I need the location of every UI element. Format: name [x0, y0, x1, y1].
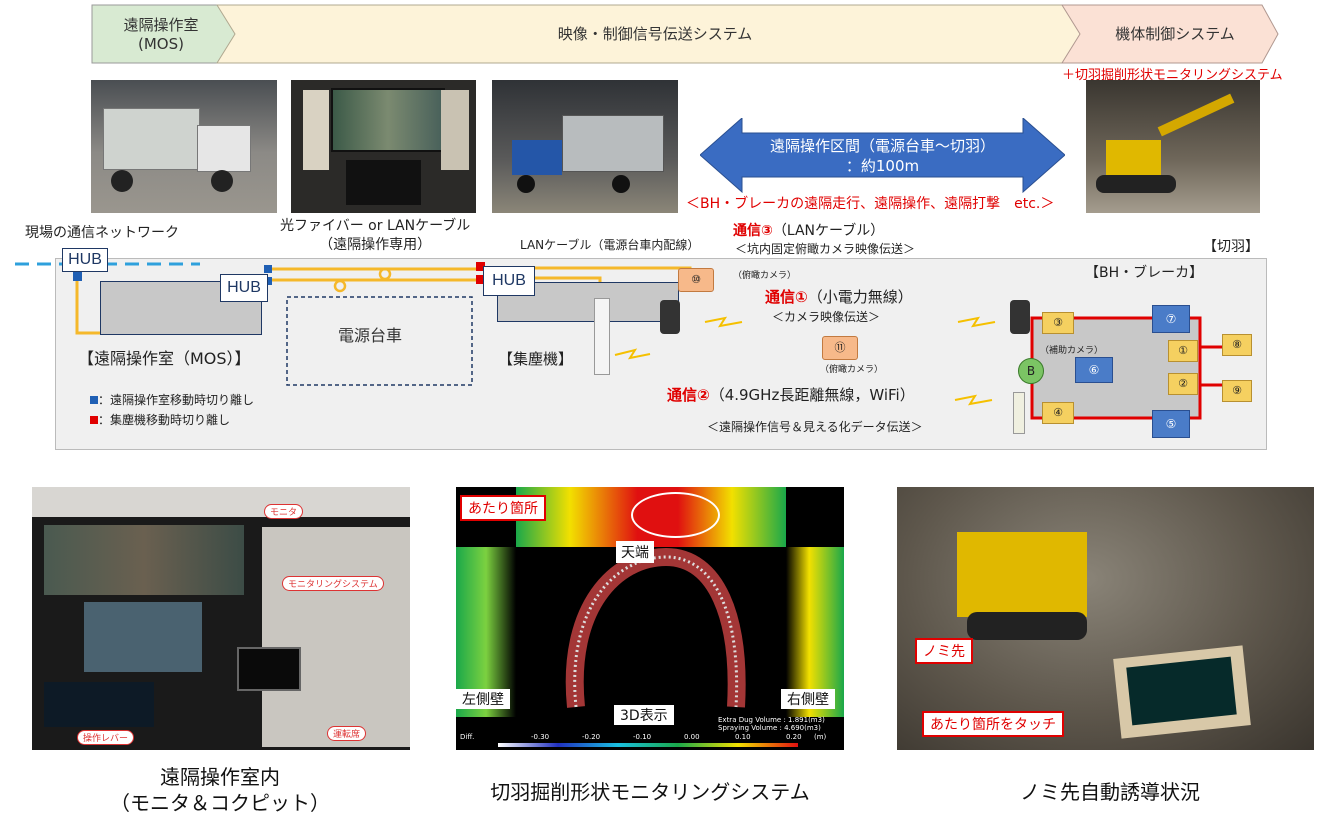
legend-red: ：集塵機移動時切り離し [90, 411, 230, 428]
tag-monitor: モニタ [264, 504, 304, 519]
overhead-camera-label-2: （俯瞰カメラ） [820, 365, 884, 375]
radio-unit-icon [1010, 300, 1030, 334]
tag-seat: 運転席 [327, 726, 367, 741]
process-flow-banner [91, 4, 1279, 64]
overhead-camera-label: （俯瞰カメラ） [733, 271, 797, 281]
contact-point-tag: あたり箇所 [460, 495, 546, 521]
face-label: 【切羽】 [1203, 239, 1259, 255]
left-wall-label: 左側壁 [456, 689, 510, 709]
photo-tunnel: ノミ先 あたり箇所をタッチ [897, 487, 1314, 750]
comm1-sub: ＜カメラ映像伝送＞ [772, 310, 881, 324]
hub-site: HUB [62, 248, 108, 272]
tag-lever: 操作レバー [77, 730, 135, 745]
color-scale: Diff. -0.30 -0.20 -0.10 0.00 0.10 0.20 (… [456, 733, 844, 750]
site-network-label: 現場の通信ネットワーク [25, 225, 179, 241]
camera-b-icon: B [1018, 358, 1044, 384]
right-wall-label: 右側壁 [781, 689, 835, 709]
camera-1-icon: ① [1168, 340, 1198, 362]
comm1-label: 通信①（小電力無線） [765, 288, 913, 306]
camera-5-icon: ⑤ [1152, 410, 1190, 438]
comm2-sub: ＜遠隔操作信号＆見える化データ伝送＞ [707, 420, 923, 434]
photo-mos-truck [91, 80, 277, 213]
photo-face-monitoring: あたり箇所 天端 左側壁 右側壁 3D表示 Extra Dug Volume :… [456, 487, 844, 750]
photo-dust-collector [492, 80, 678, 213]
comm3-sub: ＜坑内固定俯瞰カメラ映像伝送＞ [735, 242, 916, 256]
stage-machine-control: 機体制御システム [1115, 25, 1235, 43]
fiber-label: 光ファイバー or LANケーブル（遠隔操作専用） [280, 218, 471, 253]
camera-9-icon: ⑨ [1222, 380, 1252, 402]
chisel-tip-tag: ノミ先 [915, 638, 973, 664]
volume-readout: Extra Dug Volume : 1.891(m3)Spraying Vol… [718, 716, 825, 732]
caption-cockpit: 遠隔操作室内（モニタ＆コクピット） [110, 765, 330, 815]
comm2-label: 通信②（4.9GHz長距離無線，WiFi） [667, 386, 915, 404]
legend-blue: ：遠隔操作室移動時切り離し [90, 391, 254, 408]
stage-transmission: 映像・制御信号伝送システム [557, 25, 753, 43]
power-cart-label: 電源台車 [338, 326, 403, 345]
remote-section-text: 遠隔操作区間（電源台車〜切羽）：約100m [769, 137, 995, 175]
camera-6-icon: ⑥ [1075, 357, 1113, 383]
monitoring-system-addition: ＋切羽掘削形状モニタリングシステム [1062, 68, 1283, 83]
lan-cable-label: LANケーブル（電源台車内配線） [520, 238, 700, 252]
camera-10-icon: ⑩ [678, 268, 714, 292]
touch-contact-tag: あたり箇所をタッチ [922, 711, 1064, 737]
photo-control-room [291, 80, 476, 213]
radio-unit-icon [660, 300, 680, 334]
hub-collector: HUB [483, 266, 535, 296]
camera-2-icon: ② [1168, 373, 1198, 395]
photo-breaker-machine [1086, 80, 1260, 213]
camera-4-icon: ④ [1042, 402, 1074, 424]
network-wiring [15, 262, 1240, 420]
dust-collector-label: 【集塵機】 [498, 350, 574, 368]
camera-11-icon: ⑪ [822, 336, 858, 360]
camera-8-icon: ⑧ [1222, 334, 1252, 356]
view-3d-label: 3D表示 [614, 705, 674, 725]
crown-label: 天端 [616, 541, 654, 563]
antenna-icon [594, 298, 610, 375]
caption-monitoring: 切羽掘削形状モニタリングシステム [490, 780, 810, 804]
photo-cockpit: モニタ モニタリングシステム 操作レバー 運転席 [32, 487, 410, 750]
operations-note: ＜BH・ブレーカの遠隔走行、遠隔操作、遠隔打撃 etc.＞ [686, 196, 1055, 212]
comm3-label: 通信③（LANケーブル） [733, 223, 885, 239]
tag-monitoring-system: モニタリングシステム [282, 576, 384, 591]
remote-section-arrow [700, 118, 1065, 193]
camera-3-icon: ③ [1042, 312, 1074, 334]
tunnel-3d-view [565, 547, 746, 708]
mos-room-label: 【遠隔操作室（MOS）】 [78, 349, 251, 368]
hub-mos: HUB [220, 274, 268, 302]
aux-camera-label: （補助カメラ） [1040, 346, 1104, 356]
caption-chisel: ノミ先自動誘導状況 [1020, 780, 1200, 804]
antenna-icon [1013, 392, 1025, 434]
bh-breaker-label: 【BH・ブレーカ】 [1085, 265, 1204, 281]
stage-remote-room: 遠隔操作室(MOS) [123, 16, 199, 53]
camera-7-icon: ⑦ [1152, 305, 1190, 333]
